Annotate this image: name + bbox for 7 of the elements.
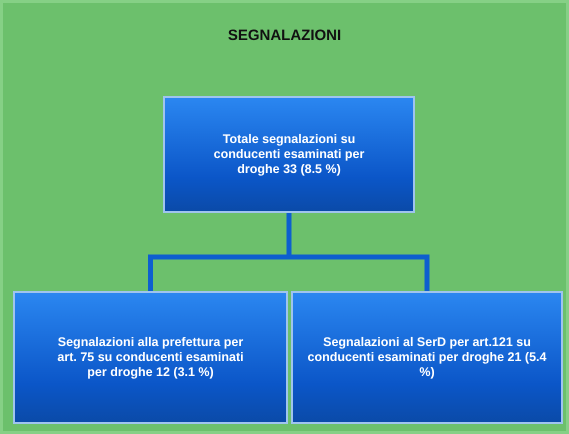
diagram-title: SEGNALAZIONI [226, 27, 342, 44]
process-box [163, 96, 415, 213]
process-box [291, 291, 563, 424]
box-label: Totale segnalazioni su conducenti esaminati per droghe 33 (8.5 %) [212, 132, 366, 177]
box-label: Segnalazioni alla prefettura per art. 75 su conducenti esaminati per droghe 12 (3.1 %) [56, 335, 245, 380]
box-label: Segnalazioni al SerD per art.121 su conducenti esaminati per droghe 21 (5.4 %) [306, 335, 548, 380]
process-box [13, 291, 288, 424]
